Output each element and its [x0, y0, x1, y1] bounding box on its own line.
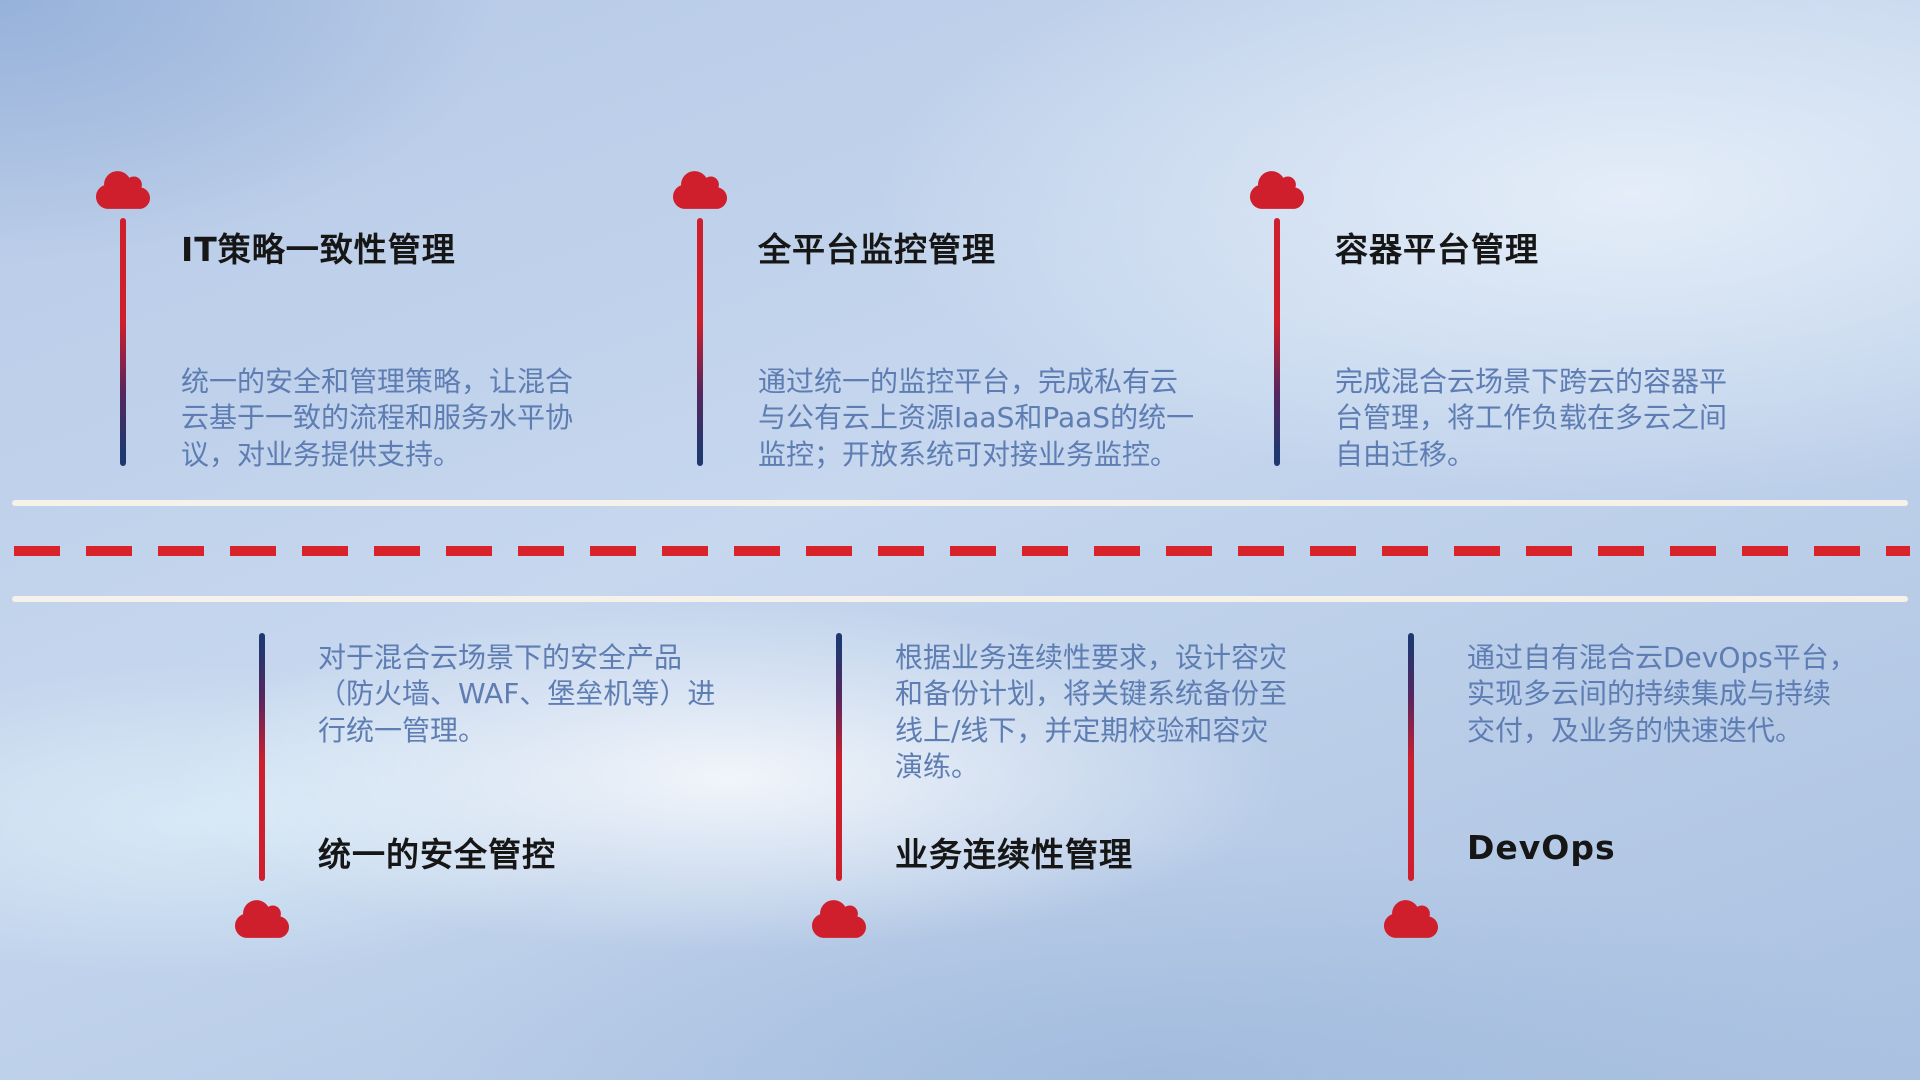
- cloud-icon: [673, 171, 727, 209]
- item-description: 根据业务连续性要求，设计容灾和备份计划，将关键系统备份至线上/线下，并定期校验和…: [895, 641, 1288, 784]
- item-description: 通过自有混合云DevOps平台，实现多云间的持续集成与持续交付，及业务的快速迭代…: [1467, 641, 1857, 747]
- cloud-icon: [812, 900, 866, 938]
- road-line-bottom: [12, 596, 1908, 602]
- item-business-continuity: 业务连续性管理 根据业务连续性要求，设计容灾和备份计划，将关键系统备份至线上/线…: [812, 633, 1372, 953]
- timeline-pole: [697, 218, 703, 466]
- item-title: 容器平台管理: [1335, 230, 1539, 269]
- item-description: 完成混合云场景下跨云的容器平台管理，将工作负载在多云之间自由迁移。: [1335, 365, 1728, 471]
- item-title: 统一的安全管控: [318, 835, 556, 874]
- cloud-icon: [1384, 900, 1438, 938]
- item-title: IT策略一致性管理: [181, 230, 456, 269]
- item-description: 对于混合云场景下的安全产品（防火墙、WAF、堡垒机等）进行统一管理。: [318, 641, 716, 747]
- item-title: 业务连续性管理: [895, 835, 1133, 874]
- timeline-pole: [120, 218, 126, 466]
- item-title: DevOps: [1467, 828, 1616, 867]
- item-container-platform: 容器平台管理 完成混合云场景下跨云的容器平台管理，将工作负载在多云之间自由迁移。: [1250, 168, 1810, 488]
- item-description: 统一的安全和管理策略，让混合云基于一致的流程和服务水平协议，对业务提供支持。: [181, 365, 574, 471]
- road-dashed-line: [14, 546, 1910, 556]
- cloud-icon: [1250, 171, 1304, 209]
- item-title: 全平台监控管理: [758, 230, 996, 269]
- cloud-icon: [96, 171, 150, 209]
- item-unified-security: 统一的安全管控 对于混合云场景下的安全产品（防火墙、WAF、堡垒机等）进行统一管…: [235, 633, 795, 953]
- road-line-top: [12, 500, 1908, 506]
- timeline-pole: [836, 633, 842, 881]
- timeline-pole: [259, 633, 265, 881]
- cloud-icon: [235, 900, 289, 938]
- item-description: 通过统一的监控平台，完成私有云与公有云上资源IaaS和PaaS的统一监控；开放系…: [758, 365, 1195, 471]
- timeline-pole: [1408, 633, 1414, 881]
- item-platform-monitoring: 全平台监控管理 通过统一的监控平台，完成私有云与公有云上资源IaaS和PaaS的…: [673, 168, 1233, 488]
- timeline-pole: [1274, 218, 1280, 466]
- item-it-policy-management: IT策略一致性管理 统一的安全和管理策略，让混合云基于一致的流程和服务水平协议，…: [96, 168, 656, 488]
- item-devops: DevOps 通过自有混合云DevOps平台，实现多云间的持续集成与持续交付，及…: [1384, 633, 1920, 953]
